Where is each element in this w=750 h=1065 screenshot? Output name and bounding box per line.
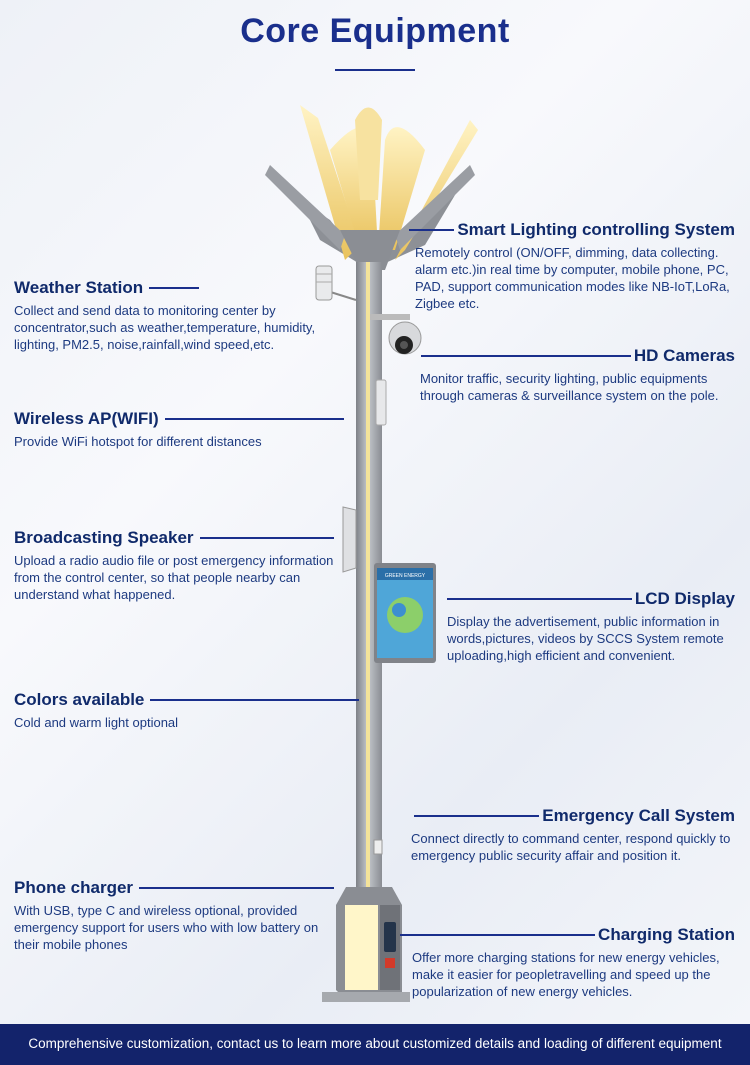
- connector-line: [414, 815, 540, 817]
- connector-line: [409, 229, 455, 231]
- feature-colors-available: Colors available Cold and warm light opt…: [14, 690, 359, 731]
- feature-desc: Display the advertisement, public inform…: [447, 614, 724, 663]
- connector-line: [150, 699, 359, 701]
- feature-emergency-call: Emergency Call System Connect directly t…: [405, 806, 735, 864]
- feature-desc: Connect directly to command center, resp…: [411, 831, 731, 863]
- feature-lcd-display: LCD Display Display the advertisement, p…: [438, 589, 735, 664]
- pole-light-strip: [366, 262, 370, 887]
- feature-desc: Cold and warm light optional: [14, 715, 179, 730]
- feature-title: Wireless AP(WIFI): [14, 409, 159, 428]
- connector-line: [400, 934, 596, 936]
- feature-desc: With USB, type C and wireless optional, …: [14, 903, 319, 952]
- feature-title: Smart Lighting controlling System: [457, 220, 735, 239]
- feature-broadcasting-speaker: Broadcasting Speaker Upload a radio audi…: [14, 528, 334, 603]
- feature-title: HD Cameras: [633, 346, 735, 365]
- connector-line: [446, 598, 632, 600]
- hd-camera-device: [370, 314, 422, 355]
- lcd-display-device: GREEN ENERGY: [374, 563, 436, 663]
- feature-desc: Provide WiFi hotspot for different dista…: [14, 434, 262, 449]
- feature-smart-lighting: Smart Lighting controlling System Remote…: [395, 220, 735, 312]
- wifi-ap-device: [375, 379, 387, 426]
- emergency-call-button: [373, 839, 383, 855]
- feature-title: LCD Display: [634, 589, 735, 608]
- feature-title: Broadcasting Speaker: [14, 528, 194, 547]
- feature-title: Weather Station: [14, 278, 144, 297]
- feature-desc: Offer more charging stations for new ene…: [412, 950, 720, 999]
- feature-title: Phone charger: [14, 878, 134, 897]
- connector-line: [199, 537, 334, 539]
- feature-title: Charging Station: [598, 925, 735, 944]
- weather-station-device: [315, 265, 357, 301]
- speaker-device: [342, 506, 357, 573]
- lcd-screen-text: GREEN ENERGY: [385, 573, 426, 579]
- feature-title: Colors available: [14, 690, 145, 709]
- connector-line: [164, 418, 344, 420]
- feature-title: Emergency Call System: [542, 806, 735, 825]
- connector-line: [139, 887, 335, 889]
- page-title: Core Equipment: [240, 12, 510, 50]
- lamp-head: [265, 105, 478, 270]
- feature-hd-cameras: HD Cameras Monitor traffic, security lig…: [415, 346, 735, 404]
- title-underline: [335, 69, 415, 71]
- connector-line: [420, 355, 631, 357]
- smart-pole-illustration: GREEN ENERGY: [265, 105, 478, 1002]
- feature-wireless-ap: Wireless AP(WIFI) Provide WiFi hotspot f…: [14, 409, 344, 450]
- feature-desc: Remotely control (ON/OFF, dimming, data …: [415, 245, 730, 311]
- charging-cabinet: [322, 887, 410, 1002]
- feature-desc: Collect and send data to monitoring cent…: [14, 303, 316, 352]
- feature-desc: Monitor traffic, security lighting, publ…: [420, 371, 719, 403]
- feature-desc: Upload a radio audio file or post emerge…: [14, 553, 334, 602]
- feature-phone-charger: Phone charger With USB, type C and wirel…: [14, 878, 344, 953]
- feature-weather-station: Weather Station Collect and send data to…: [14, 278, 344, 353]
- connector-line: [149, 287, 200, 289]
- footer-banner: Comprehensive customization, contact us …: [0, 1024, 750, 1065]
- feature-charging-station: Charging Station Offer more charging sta…: [395, 925, 735, 1000]
